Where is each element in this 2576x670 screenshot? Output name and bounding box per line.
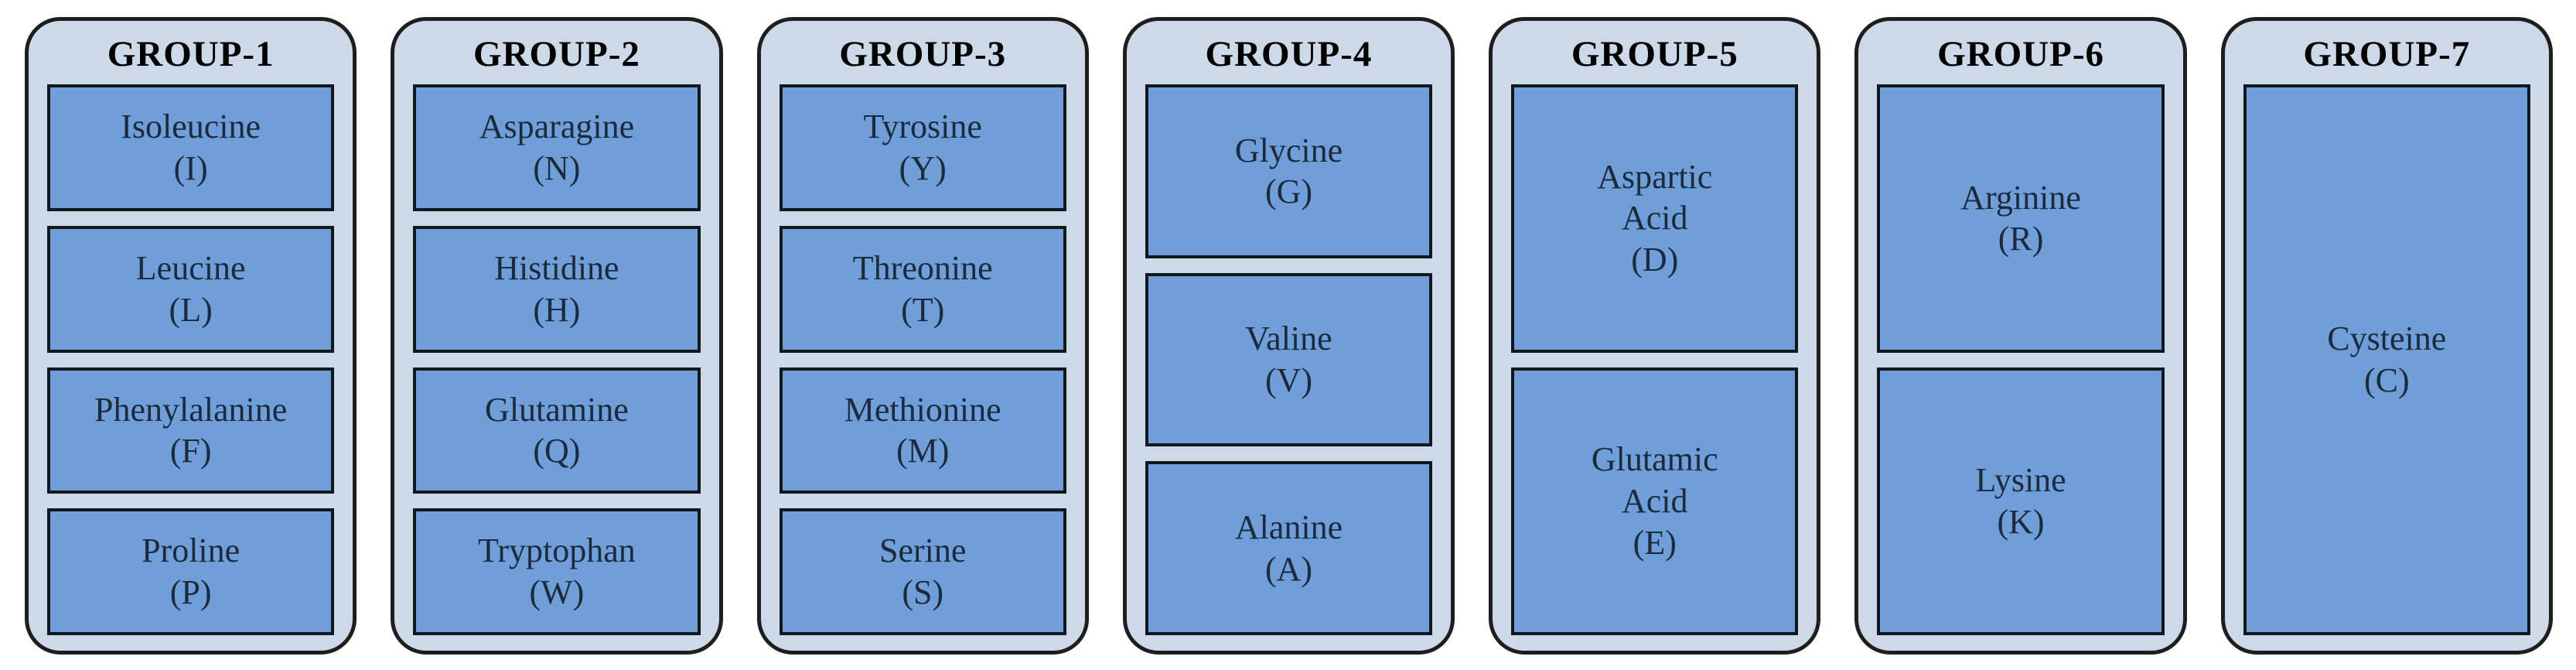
amino-acid-box: Aspartic Acid(D) [1511, 84, 1799, 353]
amino-acid-box: Alanine(A) [1145, 461, 1433, 636]
amino-acid-name: Tyrosine [863, 108, 982, 146]
amino-acid-box: Threonine(T) [779, 225, 1066, 353]
amino-acid-name: Proline [142, 532, 241, 570]
group-boxes: Glycine(G)Valine(V)Alanine(A) [1145, 84, 1433, 636]
amino-acid-box: Methionine(M) [779, 367, 1066, 494]
amino-acid-box: Asparagine(N) [413, 84, 701, 211]
amino-acid-code: (T) [901, 290, 945, 329]
group-title: GROUP-1 [107, 34, 275, 74]
amino-acid-name: Arginine [1960, 178, 2081, 217]
amino-acid-name: Lysine [1975, 461, 2066, 500]
amino-acid-code: (Q) [533, 432, 581, 470]
amino-acid-box: Phenylalanine(F) [47, 367, 335, 494]
amino-acid-code: (S) [902, 573, 944, 612]
amino-acid-code: (I) [173, 149, 208, 187]
amino-acid-name: Glycine [1234, 131, 1343, 169]
amino-acid-code: (G) [1264, 173, 1313, 211]
amino-acid-name: Histidine [494, 248, 619, 287]
amino-acid-code: (C) [2364, 361, 2410, 399]
amino-acid-box: Tryptophan(W) [413, 508, 701, 635]
amino-acid-name: Methionine [844, 390, 1001, 429]
amino-acid-code: (R) [1998, 220, 2044, 258]
amino-acid-box: Isoleucine(I) [47, 84, 335, 211]
amino-acid-name: Threonine [852, 248, 993, 287]
amino-acid-box: Glutamic Acid(E) [1511, 367, 1799, 635]
group-boxes: Aspartic Acid(D)Glutamic Acid(E) [1511, 84, 1799, 635]
amino-acid-name: Glutamic Acid [1591, 440, 1718, 520]
group-boxes: Asparagine(N) Histidine(H) Glutamine(Q) Try… [413, 84, 701, 635]
amino-acid-box: Histidine(H) [413, 225, 701, 353]
amino-acid-box: Serine(S) [779, 508, 1066, 635]
group-boxes: Isoleucine(I)Leucine(L)Phenylalanine(F)P… [47, 84, 335, 635]
amino-acid-box: Glutamine(Q) [413, 367, 701, 494]
amino-acid-code: (F) [169, 432, 212, 470]
amino-acid-name: Cysteine [2327, 320, 2447, 358]
group-title: GROUP-5 [1571, 34, 1738, 74]
amino-acid-name: Tryptophan [478, 532, 636, 570]
amino-acid-name: Asparagine [479, 108, 635, 146]
amino-acid-name: Glutamine [485, 390, 629, 429]
amino-acid-code: (D) [1631, 241, 1679, 279]
amino-acid-code: (H) [533, 290, 581, 329]
amino-acid-name: Valine [1245, 320, 1332, 358]
amino-acid-box: Valine(V) [1145, 272, 1433, 447]
amino-acid-code: (K) [1997, 502, 2045, 541]
amino-acid-code: (P) [169, 573, 212, 612]
amino-acid-code: (L) [169, 290, 213, 329]
amino-acid-box: Lysine(K) [1877, 367, 2165, 635]
amino-acid-box: Tyrosine(Y) [779, 84, 1066, 211]
group-title: GROUP-2 [473, 34, 640, 74]
amino-acid-box: Proline(P) [47, 508, 335, 635]
amino-acid-name: Alanine [1234, 508, 1343, 546]
group-title: GROUP-6 [1937, 34, 2104, 74]
group-title: GROUP-7 [2303, 34, 2471, 74]
amino-acid-code: (Y) [899, 149, 947, 187]
amino-acid-box: Glycine (G) [1145, 84, 1433, 258]
amino-acid-name: Serine [879, 532, 967, 570]
amino-acid-code: (V) [1264, 361, 1313, 399]
amino-acid-name: Leucine [135, 248, 246, 287]
amino-acid-name: Phenylalanine [94, 390, 288, 429]
amino-acid-code: (A) [1264, 549, 1313, 588]
amino-acid-code: (E) [1633, 523, 1677, 562]
group-title: GROUP-4 [1205, 34, 1373, 74]
amino-acid-code: (M) [896, 432, 950, 470]
amino-acid-code: (W) [529, 573, 585, 612]
group-boxes: Tyrosine(Y) Threonine(T) Methionine(M) Seri… [779, 84, 1066, 635]
amino-acid-box: Cysteine(C) [2243, 84, 2530, 635]
amino-acid-code: (N) [533, 149, 581, 187]
amino-acid-name: Isoleucine [121, 108, 261, 146]
amino-acid-box: Leucine(L) [47, 225, 335, 353]
amino-acid-box: Arginine(R) [1877, 84, 2165, 353]
group-title: GROUP-3 [839, 34, 1007, 74]
group-boxes: Arginine(R)Lysine(K) [1877, 84, 2165, 635]
group-boxes: Cysteine(C) [2243, 84, 2530, 635]
amino-acid-name: Aspartic Acid [1597, 157, 1713, 238]
